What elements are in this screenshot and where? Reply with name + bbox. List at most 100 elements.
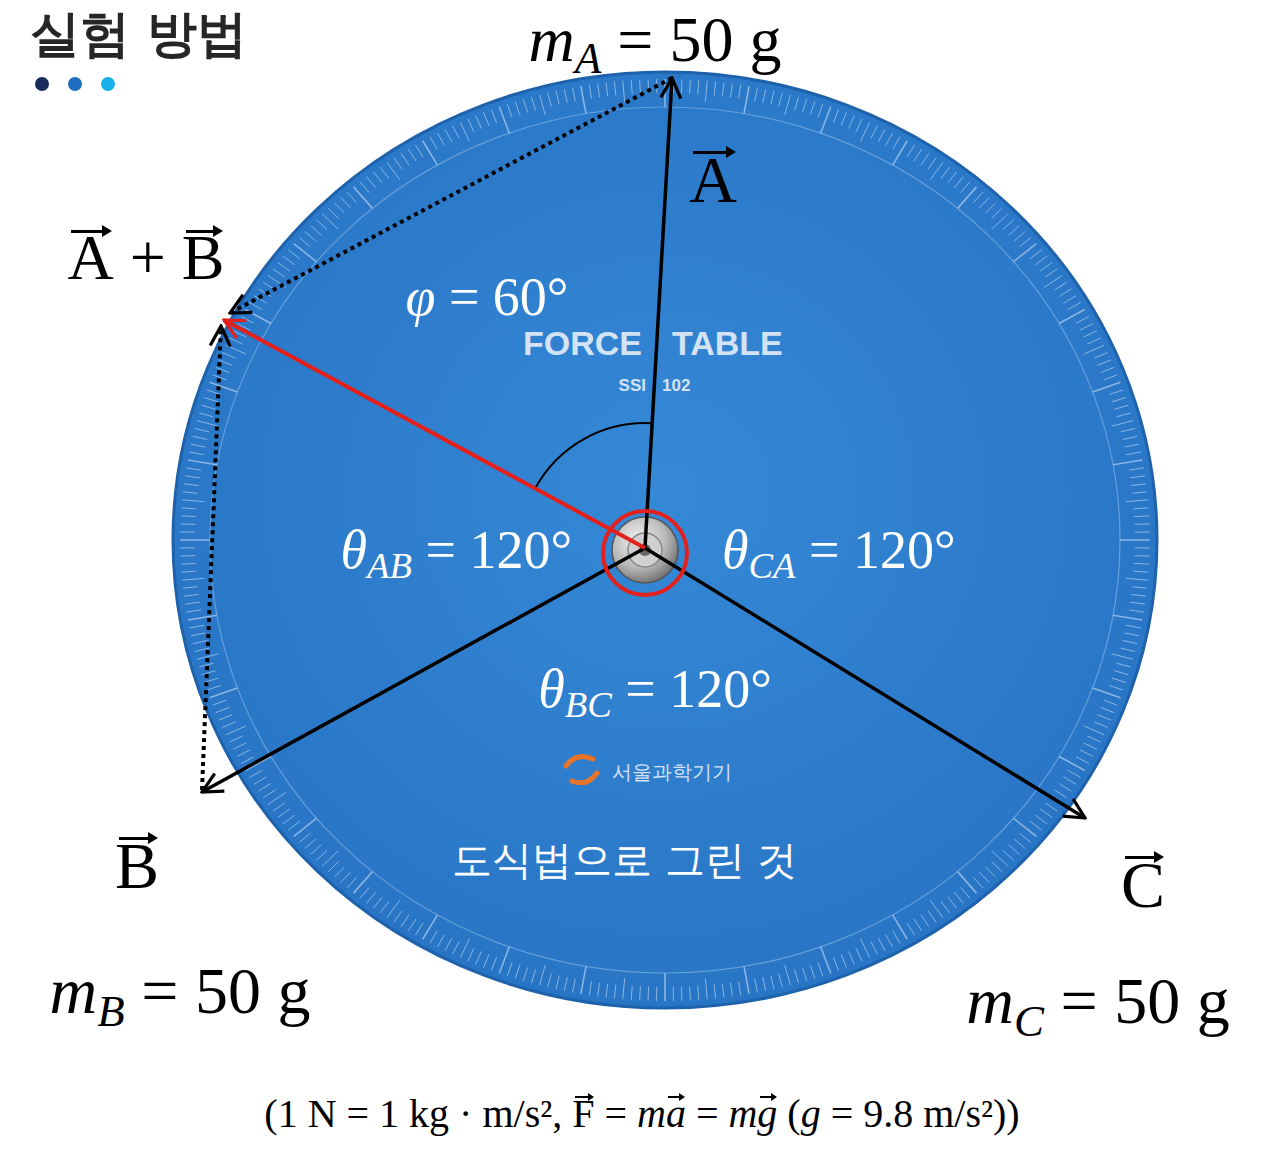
scale-tick: [856, 119, 862, 132]
scale-tick: [250, 770, 263, 777]
scale-tick: [233, 743, 246, 749]
scale-tick: [1003, 220, 1014, 230]
scale-tick: [648, 987, 650, 1001]
scale-tick: [299, 833, 310, 842]
scale-tick: [1131, 594, 1146, 596]
scale-tick: [1080, 324, 1093, 331]
scale-tick: [515, 102, 520, 115]
text-run: g: [757, 1090, 777, 1138]
scale-tick: [1093, 688, 1121, 698]
scale-tick: [961, 887, 970, 898]
scale-tick: [210, 382, 238, 392]
scale-tick: [191, 444, 205, 447]
scale-tick: [207, 686, 221, 691]
scale-tick: [698, 80, 699, 94]
title-dots: [35, 77, 115, 91]
scale-tick: [437, 133, 444, 145]
scale-tick: [681, 987, 683, 1001]
scale-tick: [195, 428, 209, 431]
scale-tick: [188, 615, 217, 620]
scale-tick: [237, 750, 250, 757]
scale-tick: [531, 970, 535, 983]
scale-tick: [184, 484, 199, 486]
scale-tick: [1126, 578, 1148, 580]
angle-label: φ = 60°: [406, 265, 569, 330]
text-run: (: [777, 1091, 800, 1136]
scale-tick: [1098, 360, 1112, 365]
scale-tick: [453, 942, 459, 955]
scale-tick: [468, 119, 474, 132]
scale-tick: [991, 862, 1001, 872]
scale-tick: [445, 129, 452, 142]
scale-tick: [1130, 476, 1145, 478]
scale-tick: [954, 177, 963, 188]
scale-tick: [833, 110, 838, 123]
scale-tick: [1084, 331, 1097, 337]
scale-tick: [1125, 444, 1139, 447]
scale-tick: [639, 80, 641, 94]
scale-tick: [540, 965, 546, 985]
scale-tick: [664, 973, 666, 1001]
scale-tick: [1076, 317, 1089, 324]
scale-tick: [1084, 743, 1097, 749]
scale-tick: [1045, 803, 1057, 811]
scale-tick: [322, 851, 338, 866]
scale-tick: [893, 915, 908, 939]
scale-tick: [229, 338, 242, 344]
scale-tick: [1087, 736, 1100, 742]
scale-tick: [1135, 523, 1150, 524]
angle-label: θBC = 120°: [538, 657, 772, 727]
text-run: =: [594, 1091, 637, 1136]
scale-tick: [722, 82, 724, 96]
scale-tick: [401, 915, 409, 927]
text-run: = 50 g: [125, 954, 311, 1027]
scale-tick: [180, 531, 195, 532]
scale-tick: [979, 872, 989, 882]
scale-tick: [818, 104, 823, 117]
scale-tick: [795, 97, 799, 110]
text-run: BC: [565, 684, 612, 725]
scale-tick: [184, 594, 199, 596]
scale-tick: [1084, 345, 1104, 354]
scale-tick: [334, 203, 344, 213]
text-run: F: [572, 1090, 594, 1138]
scale-tick: [222, 353, 235, 359]
scale-tick: [941, 902, 950, 913]
scale-tick: [268, 792, 286, 804]
scale-tick: [491, 957, 496, 970]
scale-tick: [763, 89, 766, 103]
scale-tick: [1113, 615, 1142, 620]
scale-tick: [288, 250, 299, 259]
maker-label: 서울과학기기: [612, 760, 732, 784]
scale-tick: [193, 436, 207, 439]
scale-tick: [483, 954, 489, 967]
scale-tick: [278, 809, 290, 817]
scale-tick: [1134, 571, 1149, 573]
scale-tick: [401, 153, 409, 165]
scale-tick: [623, 978, 625, 999]
text-run: FORCE: [523, 324, 642, 362]
scale-tick: [631, 986, 632, 1000]
text-run: B: [97, 986, 124, 1036]
scale-tick: [1112, 421, 1133, 426]
angle-label: θCA = 120°: [722, 518, 956, 588]
scale-tick: [928, 911, 936, 923]
scale-tick: [992, 214, 1008, 229]
scale-tick: [311, 845, 322, 855]
scale-tick: [311, 226, 322, 236]
maker-logo: [566, 757, 597, 783]
scale-tick: [507, 104, 512, 117]
scale-tick: [755, 87, 758, 101]
scale-tick: [531, 97, 535, 110]
scale-tick: [1117, 663, 1131, 667]
scale-tick: [714, 984, 716, 998]
text-run: m: [728, 1091, 757, 1136]
mass-label: mB = 50 g: [50, 951, 311, 1038]
scale-tick: [556, 91, 559, 105]
scale-tick: [288, 821, 299, 830]
scale-tick: [795, 970, 799, 983]
scale-tick: [283, 256, 295, 265]
scale-tick: [316, 220, 327, 230]
scale-tick: [673, 987, 674, 1001]
vector-sum-label: A + B: [68, 220, 225, 297]
